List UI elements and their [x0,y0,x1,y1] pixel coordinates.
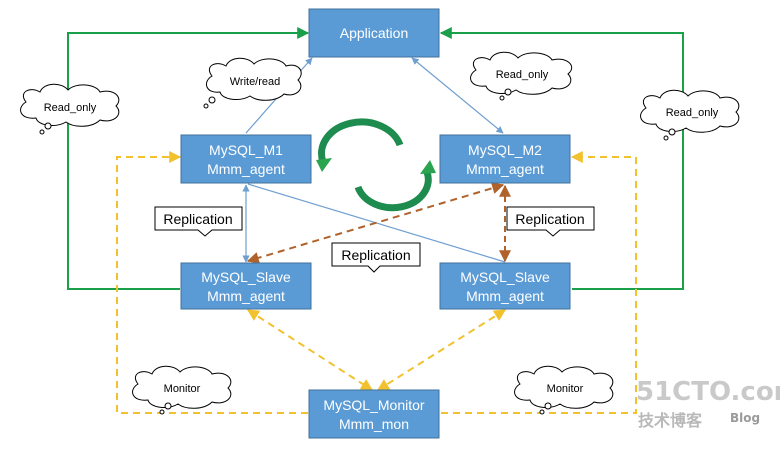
replication-right-text: Replication [515,211,584,227]
mysql-monitor-agent: Mmm_mon [339,416,409,432]
mysql-slave-right-agent: Mmm_agent [466,288,544,304]
replication-label-right: Replication [506,206,595,237]
application-node-label: Application [340,25,409,41]
replication-label-left: Replication [154,206,243,237]
read-only-callout-right: Read_only [640,89,740,141]
watermark-tagline: 技术博客 [638,411,703,430]
monitor-connector-slave-right [376,309,507,391]
app-to-m2-connector [411,57,504,134]
monitor-connector-left [116,151,308,414]
monitor-connector-right [441,151,637,414]
master-master-cycle-icon [316,118,436,212]
read-only-connector-right [439,27,684,290]
read-only-callout-left: Read_only [20,83,120,135]
mysql-m2-name: MySQL_M2 [468,142,542,158]
write-read-callout: Write/read [203,57,302,109]
monitor-callout-left-text: Monitor [164,383,201,395]
mysql-m2-node: MySQL_M2 Mmm_agent [439,134,571,184]
mysql-m1-node: MySQL_M1 Mmm_agent [180,134,312,184]
mysql-slave-left-name: MySQL_Slave [201,269,291,285]
replication-left-text: Replication [163,211,232,227]
mysql-slave-left-node: MySQL_Slave Mmm_agent [180,262,312,310]
write-read-callout-text: Write/read [230,76,281,88]
read-only-callout-left-text: Read_only [44,102,97,114]
mysql-monitor-node: MySQL_Monitor Mmm_mon [308,389,440,439]
monitor-callout-right: Monitor [514,365,614,415]
replication-m2-to-slave-left [246,182,505,264]
mysql-monitor-name: MySQL_Monitor [323,397,424,413]
monitor-callout-right-text: Monitor [547,383,584,395]
mysql-slave-left-agent: Mmm_agent [207,288,285,304]
watermark-logo: 51CTO.com 技术博客 Blog [636,377,780,430]
read-only-callout-right-text: Read_only [666,107,719,119]
replication-mid-text: Replication [341,247,410,263]
replication-label-mid: Replication [331,242,421,273]
watermark-site: 51CTO.com [636,377,780,407]
read-only-callout-mid: Read_only [470,51,573,101]
watermark-blog: Blog [730,411,760,425]
mysql-m2-agent: Mmm_agent [466,161,544,177]
mysql-m1-name: MySQL_M1 [209,142,283,158]
mysql-slave-right-name: MySQL_Slave [460,269,550,285]
monitor-connector-slave-left [246,309,374,391]
mysql-m1-agent: Mmm_agent [207,161,285,177]
application-node: Application [308,8,440,58]
read-only-connector-left [67,27,310,290]
read-only-callout-mid-text: Read_only [496,69,549,81]
mysql-slave-right-node: MySQL_Slave Mmm_agent [439,262,571,310]
monitor-callout-left: Monitor [132,365,232,415]
